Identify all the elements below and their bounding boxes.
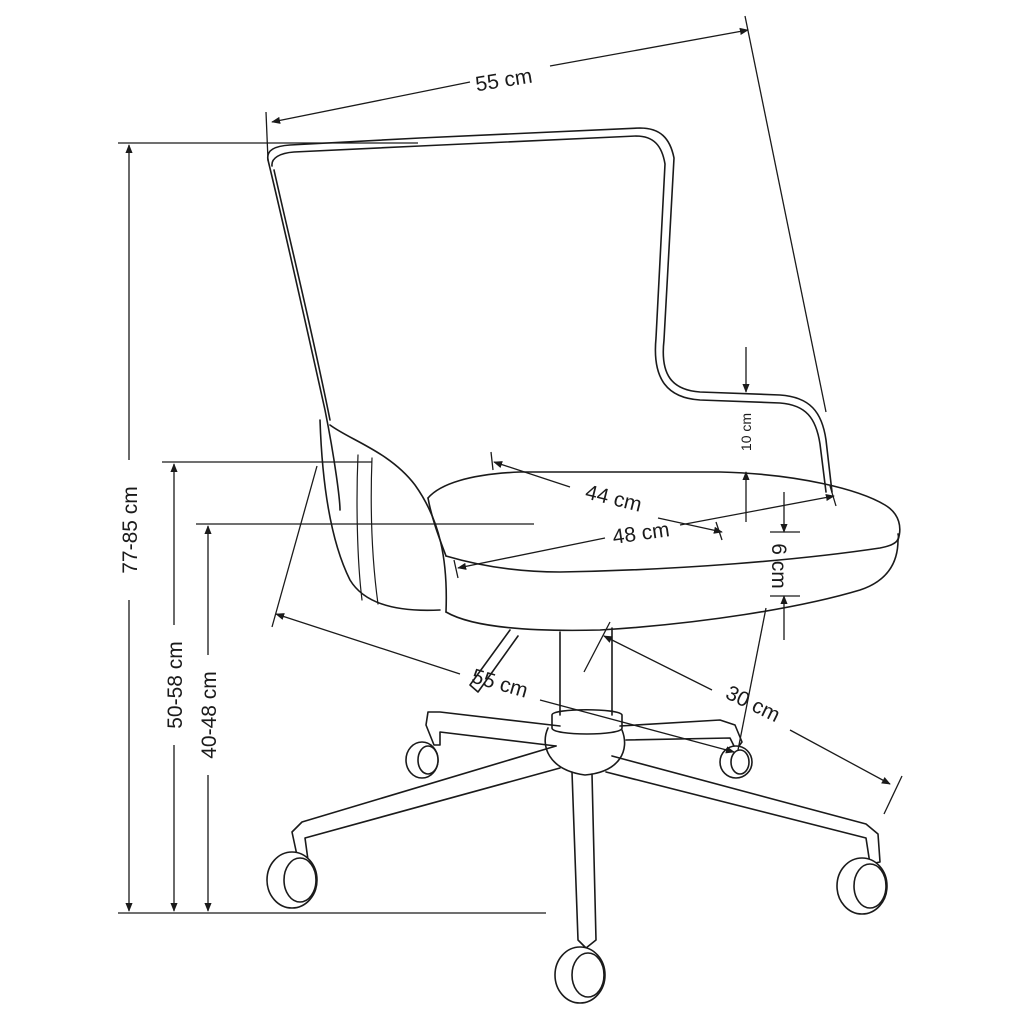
label-seat-thickness: 6 cm: [767, 543, 790, 589]
base-hub: [544, 727, 626, 776]
backrest-side: [267, 159, 341, 511]
ext-48-left: [453, 559, 459, 579]
backrest-inner-line: [271, 135, 827, 493]
caster-back-right: [719, 745, 753, 779]
seat-width-arrow-right: [657, 517, 723, 534]
ext-base-right: [737, 607, 767, 751]
seat-cushion-side: [445, 539, 899, 632]
dimension-labels: 55 cm 77-85 cm 50-58 cm 40-48 cm 10 cm 4…: [119, 65, 790, 759]
ext-top-left: [265, 111, 269, 161]
base-leg-front: [571, 771, 597, 949]
base-leg-front-right: [605, 755, 881, 865]
seat-left-edge: [427, 497, 447, 557]
label-seat-front-width: 48 cm: [611, 518, 671, 549]
base-diameter-arrow-left: [275, 613, 461, 675]
seat-cushion-top: [427, 471, 901, 541]
shell-seam-right: [370, 457, 379, 605]
seat-width-arrow-left: [493, 461, 571, 488]
caster-back-left: [405, 741, 439, 779]
label-overall-height: 77-85 cm: [119, 486, 142, 574]
shell-inner-curve: [329, 424, 448, 613]
base-radius-arrow-right: [789, 729, 891, 785]
caster-front-left: [266, 851, 318, 909]
base-diameter-arrow-right: [539, 699, 735, 754]
label-seat-width: 44 cm: [583, 481, 644, 517]
label-base-radius: 30 cm: [722, 681, 783, 727]
caster-front: [554, 946, 606, 1004]
base-leg-back-right: [619, 719, 743, 751]
ext-base-left: [271, 465, 318, 628]
top-width-arrow-left: [271, 81, 471, 124]
label-overall-width: 55 cm: [474, 65, 534, 97]
seat-shell: [319, 419, 441, 612]
ext-radius-left: [583, 621, 611, 673]
height-lever: [469, 629, 519, 693]
backrest-side-inner: [273, 169, 331, 421]
ext-48-right: [829, 485, 837, 507]
top-width-arrow-right: [549, 27, 749, 67]
base-radius-arrow-left: [603, 635, 713, 691]
ext-radius-right: [883, 775, 903, 815]
seat-cushion-front: [445, 533, 900, 573]
label-back-offset: 10 cm: [738, 413, 754, 451]
backrest-outline: [266, 127, 833, 493]
ext-44-left: [490, 451, 494, 471]
label-base-diameter: 55 cm: [469, 665, 530, 703]
caster-front-right: [836, 857, 888, 915]
cylinder-collar: [551, 708, 623, 735]
seat-front-arrow-left: [457, 537, 606, 570]
seat-front-arrow-right: [679, 493, 835, 526]
gas-cylinder: [559, 627, 613, 716]
label-seat-height: 50-58 cm: [164, 641, 187, 729]
dimension-lines: [118, 15, 903, 914]
ext-44-right: [715, 521, 723, 541]
shell-seam-left: [356, 454, 363, 601]
base-leg-back-left: [425, 711, 561, 747]
chair-drawing: [266, 127, 901, 1004]
ext-top-right: [744, 15, 827, 413]
label-armrest-height: 40-48 cm: [198, 671, 221, 759]
